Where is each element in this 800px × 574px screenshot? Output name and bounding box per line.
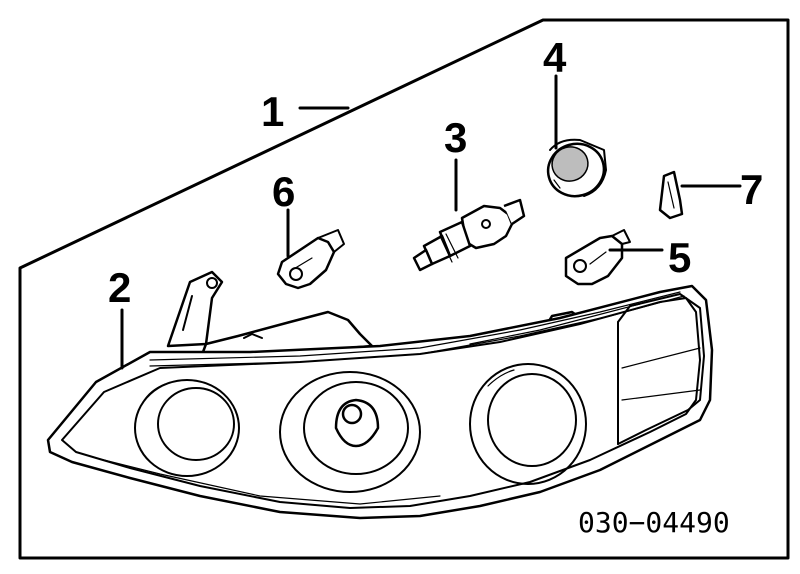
callout-5: 5 (668, 234, 691, 281)
part-number: 030−04490 (578, 506, 730, 539)
callouts: 1 2 3 4 5 6 7 (108, 34, 763, 311)
bulb-part-7 (658, 170, 684, 220)
headlamp-assembly (46, 270, 714, 520)
bulb-part-5 (564, 229, 631, 286)
callout-6: 6 (272, 168, 295, 215)
callout-4: 4 (543, 34, 567, 81)
callout-1: 1 (261, 88, 284, 135)
callout-2: 2 (108, 264, 131, 311)
callout-3: 3 (444, 114, 467, 161)
frame-border (18, 18, 790, 560)
socket-part-3 (412, 198, 526, 272)
callout-7: 7 (740, 166, 763, 213)
bulb-part-6 (276, 229, 345, 290)
ring-part-4 (546, 138, 607, 198)
leader-lines (120, 74, 742, 370)
